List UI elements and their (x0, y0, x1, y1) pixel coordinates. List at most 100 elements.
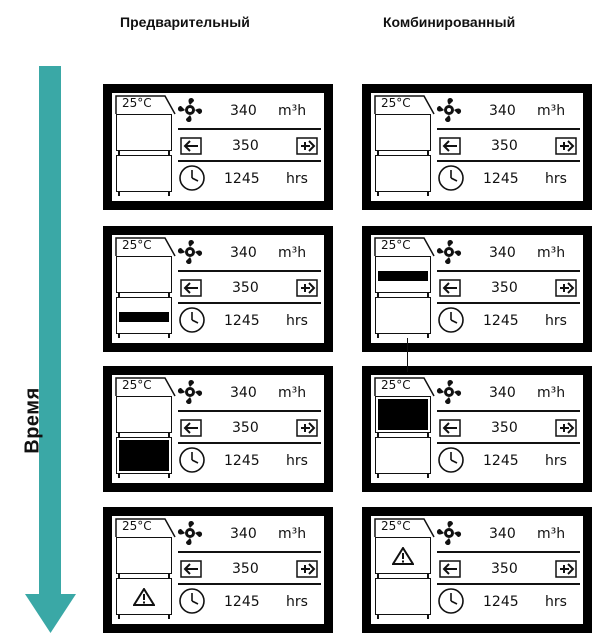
divider (437, 442, 580, 444)
airflow-value: 340 (489, 103, 516, 119)
filter-legs (116, 474, 172, 478)
minus-arrow-icon (180, 419, 202, 437)
temperature-tab: 25°C (115, 95, 176, 115)
airflow-unit: m³h (537, 385, 566, 401)
divider (437, 160, 580, 162)
minus-arrow-icon (180, 137, 202, 155)
time-axis-label: Время (21, 386, 44, 454)
temperature-tab: 25°C (374, 237, 435, 257)
upper-filter-box (116, 396, 172, 433)
clock-icon (179, 165, 205, 191)
display-panel-combined-2: 25°C 340 m³h 350 1245 hrs (362, 226, 592, 352)
hours-unit: hrs (545, 453, 567, 469)
divider (178, 302, 321, 304)
filter-partial-indicator (119, 312, 169, 322)
fan-icon (436, 97, 462, 123)
upper-filter-box (116, 256, 172, 293)
hours-unit: hrs (286, 594, 308, 610)
lower-filter-box (116, 297, 172, 334)
plus-arrow-icon (296, 560, 318, 578)
hours-unit: hrs (286, 171, 308, 187)
divider (437, 410, 580, 412)
airflow-value: 340 (230, 103, 257, 119)
filter-legs (116, 334, 172, 338)
controller-screen: 25°C 340 m³h 350 (371, 516, 583, 624)
filter-legs (375, 574, 431, 578)
column-title-preliminary: Предварительный (120, 14, 250, 30)
filter-legs (116, 615, 172, 619)
divider (437, 302, 580, 304)
display-panel-preliminary-3: 25°C 340 m³h 350 1245 hrs (103, 366, 333, 492)
divider (178, 128, 321, 130)
lower-filter-box (116, 437, 172, 474)
temperature-readout: 25°C (122, 378, 152, 392)
hours-value: 1245 (224, 313, 260, 329)
minus-arrow-icon (439, 137, 461, 155)
airflow-value: 340 (230, 245, 257, 261)
temperature-readout: 25°C (381, 378, 411, 392)
fan-icon (177, 239, 203, 265)
divider (178, 410, 321, 412)
temperature-tab: 25°C (374, 518, 435, 538)
clock-icon (438, 165, 464, 191)
hours-value: 1245 (224, 171, 260, 187)
lower-filter-box (375, 437, 431, 474)
temperature-readout: 25°C (122, 238, 152, 252)
filter-legs (375, 474, 431, 478)
fan-icon (177, 97, 203, 123)
setpoint-value: 350 (491, 280, 518, 296)
hours-unit: hrs (545, 594, 567, 610)
filter-legs (116, 151, 172, 155)
airflow-value: 340 (489, 385, 516, 401)
display-panel-preliminary-4: 25°C 340 m³h 350 (103, 507, 333, 633)
plus-arrow-icon (296, 419, 318, 437)
lower-filter-box (375, 297, 431, 334)
controller-screen: 25°C 340 m³h 350 1245 hrs (371, 375, 583, 483)
divider (178, 551, 321, 553)
temperature-tab: 25°C (374, 377, 435, 397)
hours-value: 1245 (224, 453, 260, 469)
plus-arrow-icon (555, 560, 577, 578)
upper-filter-box (375, 537, 431, 574)
hours-value: 1245 (483, 313, 519, 329)
lower-filter-box (375, 578, 431, 615)
hours-value: 1245 (483, 453, 519, 469)
divider (178, 270, 321, 272)
filter-legs (375, 433, 431, 437)
divider (178, 442, 321, 444)
filter-legs (116, 433, 172, 437)
airflow-unit: m³h (537, 245, 566, 261)
setpoint-value: 350 (232, 138, 259, 154)
plus-arrow-icon (555, 279, 577, 297)
airflow-value: 340 (230, 385, 257, 401)
setpoint-value: 350 (232, 420, 259, 436)
airflow-unit: m³h (278, 526, 307, 542)
temperature-readout: 25°C (381, 519, 411, 533)
temperature-readout: 25°C (381, 96, 411, 110)
clock-icon (438, 307, 464, 333)
hours-value: 1245 (224, 594, 260, 610)
filter-legs (116, 192, 172, 196)
hours-value: 1245 (483, 171, 519, 187)
hours-unit: hrs (286, 453, 308, 469)
filter-full-indicator (119, 440, 169, 471)
filter-legs (375, 151, 431, 155)
airflow-unit: m³h (278, 103, 307, 119)
column-title-combined: Комбинированный (383, 14, 516, 30)
airflow-value: 340 (489, 526, 516, 542)
temperature-readout: 25°C (122, 519, 152, 533)
divider (437, 270, 580, 272)
clock-icon (179, 447, 205, 473)
lower-filter-box (116, 578, 172, 615)
airflow-value: 340 (230, 526, 257, 542)
hours-unit: hrs (545, 313, 567, 329)
minus-arrow-icon (439, 419, 461, 437)
temperature-tab: 25°C (374, 95, 435, 115)
controller-screen: 25°C 340 m³h 350 1245 hrs (112, 93, 324, 201)
filter-legs (375, 334, 431, 338)
plus-arrow-icon (296, 137, 318, 155)
setpoint-value: 350 (491, 138, 518, 154)
temperature-readout: 25°C (122, 96, 152, 110)
fan-icon (436, 520, 462, 546)
controller-screen: 25°C 340 m³h 350 1245 hrs (371, 93, 583, 201)
